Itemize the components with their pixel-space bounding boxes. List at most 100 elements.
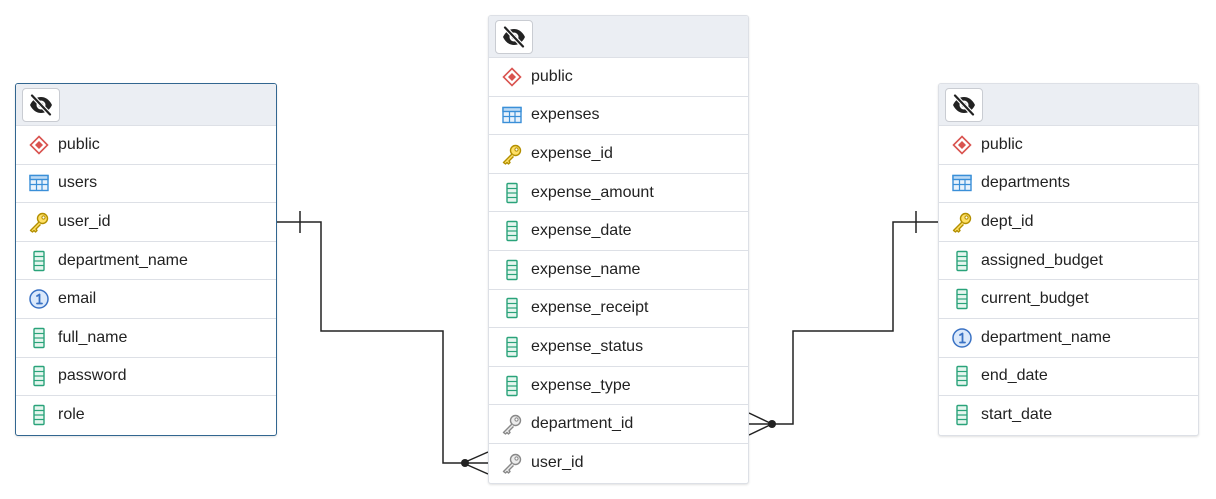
table-row[interactable]: expense_status: [489, 328, 748, 367]
table-rows: public users user_id department_name ema…: [16, 126, 276, 435]
column-icon: [501, 297, 523, 319]
row-label: password: [58, 367, 127, 385]
table-row[interactable]: public: [939, 126, 1198, 165]
row-label: expense_receipt: [531, 299, 649, 317]
row-label: expenses: [531, 106, 600, 124]
row-label: full_name: [58, 328, 128, 346]
foreign-key-icon: [501, 452, 523, 474]
row-label: end_date: [981, 367, 1048, 385]
table-row[interactable]: expenses: [489, 97, 748, 136]
table-row[interactable]: user_id: [16, 203, 276, 242]
table-row[interactable]: department_name: [939, 319, 1198, 358]
schema-icon: [951, 134, 973, 156]
hide-details-button[interactable]: [22, 88, 60, 122]
table-row[interactable]: role: [16, 396, 276, 435]
row-label: department_name: [58, 251, 188, 269]
table-rows: public expenses expense_id expense_amoun…: [489, 58, 748, 483]
eye-off-icon: [951, 94, 977, 116]
row-label: expense_status: [531, 337, 644, 355]
row-label: public: [58, 135, 100, 153]
row-label: public: [981, 135, 1023, 153]
primary-key-icon: [28, 211, 50, 233]
row-label: expense_amount: [531, 183, 654, 201]
table-header: [939, 84, 1198, 126]
column-icon: [28, 250, 50, 272]
relation-users-expenses-dot: [461, 459, 469, 467]
unique-icon: [951, 327, 973, 349]
schema-icon: [501, 66, 523, 88]
unique-icon: [28, 288, 50, 310]
table-expenses[interactable]: public expenses expense_id expense_amoun…: [488, 15, 749, 484]
primary-key-icon: [951, 211, 973, 233]
table-row[interactable]: current_budget: [939, 280, 1198, 319]
relation-departments-expenses[interactable]: [748, 211, 938, 436]
table-users[interactable]: public users user_id department_name ema…: [15, 83, 277, 436]
column-icon: [501, 259, 523, 281]
column-icon: [951, 288, 973, 310]
row-label: department_name: [981, 328, 1111, 346]
relation-users-expenses[interactable]: [277, 211, 489, 475]
column-icon: [501, 182, 523, 204]
row-label: email: [58, 290, 97, 308]
eye-off-icon: [28, 94, 54, 116]
row-label: start_date: [981, 406, 1053, 424]
row-label: assigned_budget: [981, 251, 1103, 269]
table-row[interactable]: users: [16, 165, 276, 204]
column-icon: [28, 365, 50, 387]
table-header: [489, 16, 748, 58]
column-icon: [501, 375, 523, 397]
table-rows: public departments dept_id assigned_budg…: [939, 126, 1198, 435]
table-row[interactable]: public: [489, 58, 748, 97]
column-icon: [951, 404, 973, 426]
table-row[interactable]: dept_id: [939, 203, 1198, 242]
row-label: department_id: [531, 415, 634, 433]
row-label: users: [58, 174, 98, 192]
table-row[interactable]: email: [16, 280, 276, 319]
table-row[interactable]: password: [16, 358, 276, 397]
row-label: expense_date: [531, 222, 632, 240]
table-icon: [28, 172, 50, 194]
table-row[interactable]: department_name: [16, 242, 276, 281]
primary-key-icon: [501, 143, 523, 165]
table-row[interactable]: expense_receipt: [489, 290, 748, 329]
column-icon: [951, 250, 973, 272]
row-label: dept_id: [981, 212, 1034, 230]
row-label: role: [58, 406, 85, 424]
column-icon: [28, 404, 50, 426]
table-row[interactable]: department_id: [489, 405, 748, 444]
table-row[interactable]: expense_name: [489, 251, 748, 290]
table-row[interactable]: expense_id: [489, 135, 748, 174]
row-label: user_id: [531, 454, 584, 472]
column-icon: [28, 327, 50, 349]
table-row[interactable]: expense_date: [489, 212, 748, 251]
table-departments[interactable]: public departments dept_id assigned_budg…: [938, 83, 1199, 436]
table-row[interactable]: assigned_budget: [939, 242, 1198, 281]
relation-departments-expenses-dot: [768, 420, 776, 428]
table-row[interactable]: user_id: [489, 444, 748, 483]
row-label: expense_name: [531, 260, 641, 278]
table-row[interactable]: expense_amount: [489, 174, 748, 213]
column-icon: [501, 336, 523, 358]
table-row[interactable]: end_date: [939, 358, 1198, 397]
schema-icon: [28, 134, 50, 156]
row-label: current_budget: [981, 290, 1089, 308]
row-label: expense_type: [531, 376, 631, 394]
table-header: [16, 84, 276, 126]
column-icon: [951, 365, 973, 387]
hide-details-button[interactable]: [495, 20, 533, 54]
row-label: public: [531, 67, 573, 85]
row-label: expense_id: [531, 144, 613, 162]
hide-details-button[interactable]: [945, 88, 983, 122]
row-label: user_id: [58, 212, 111, 230]
table-row[interactable]: expense_type: [489, 367, 748, 406]
table-row[interactable]: departments: [939, 165, 1198, 204]
table-row[interactable]: public: [16, 126, 276, 165]
column-icon: [501, 220, 523, 242]
foreign-key-icon: [501, 413, 523, 435]
eye-off-icon: [501, 26, 527, 48]
table-row[interactable]: full_name: [16, 319, 276, 358]
table-row[interactable]: start_date: [939, 396, 1198, 435]
table-icon: [951, 172, 973, 194]
row-label: departments: [981, 174, 1070, 192]
